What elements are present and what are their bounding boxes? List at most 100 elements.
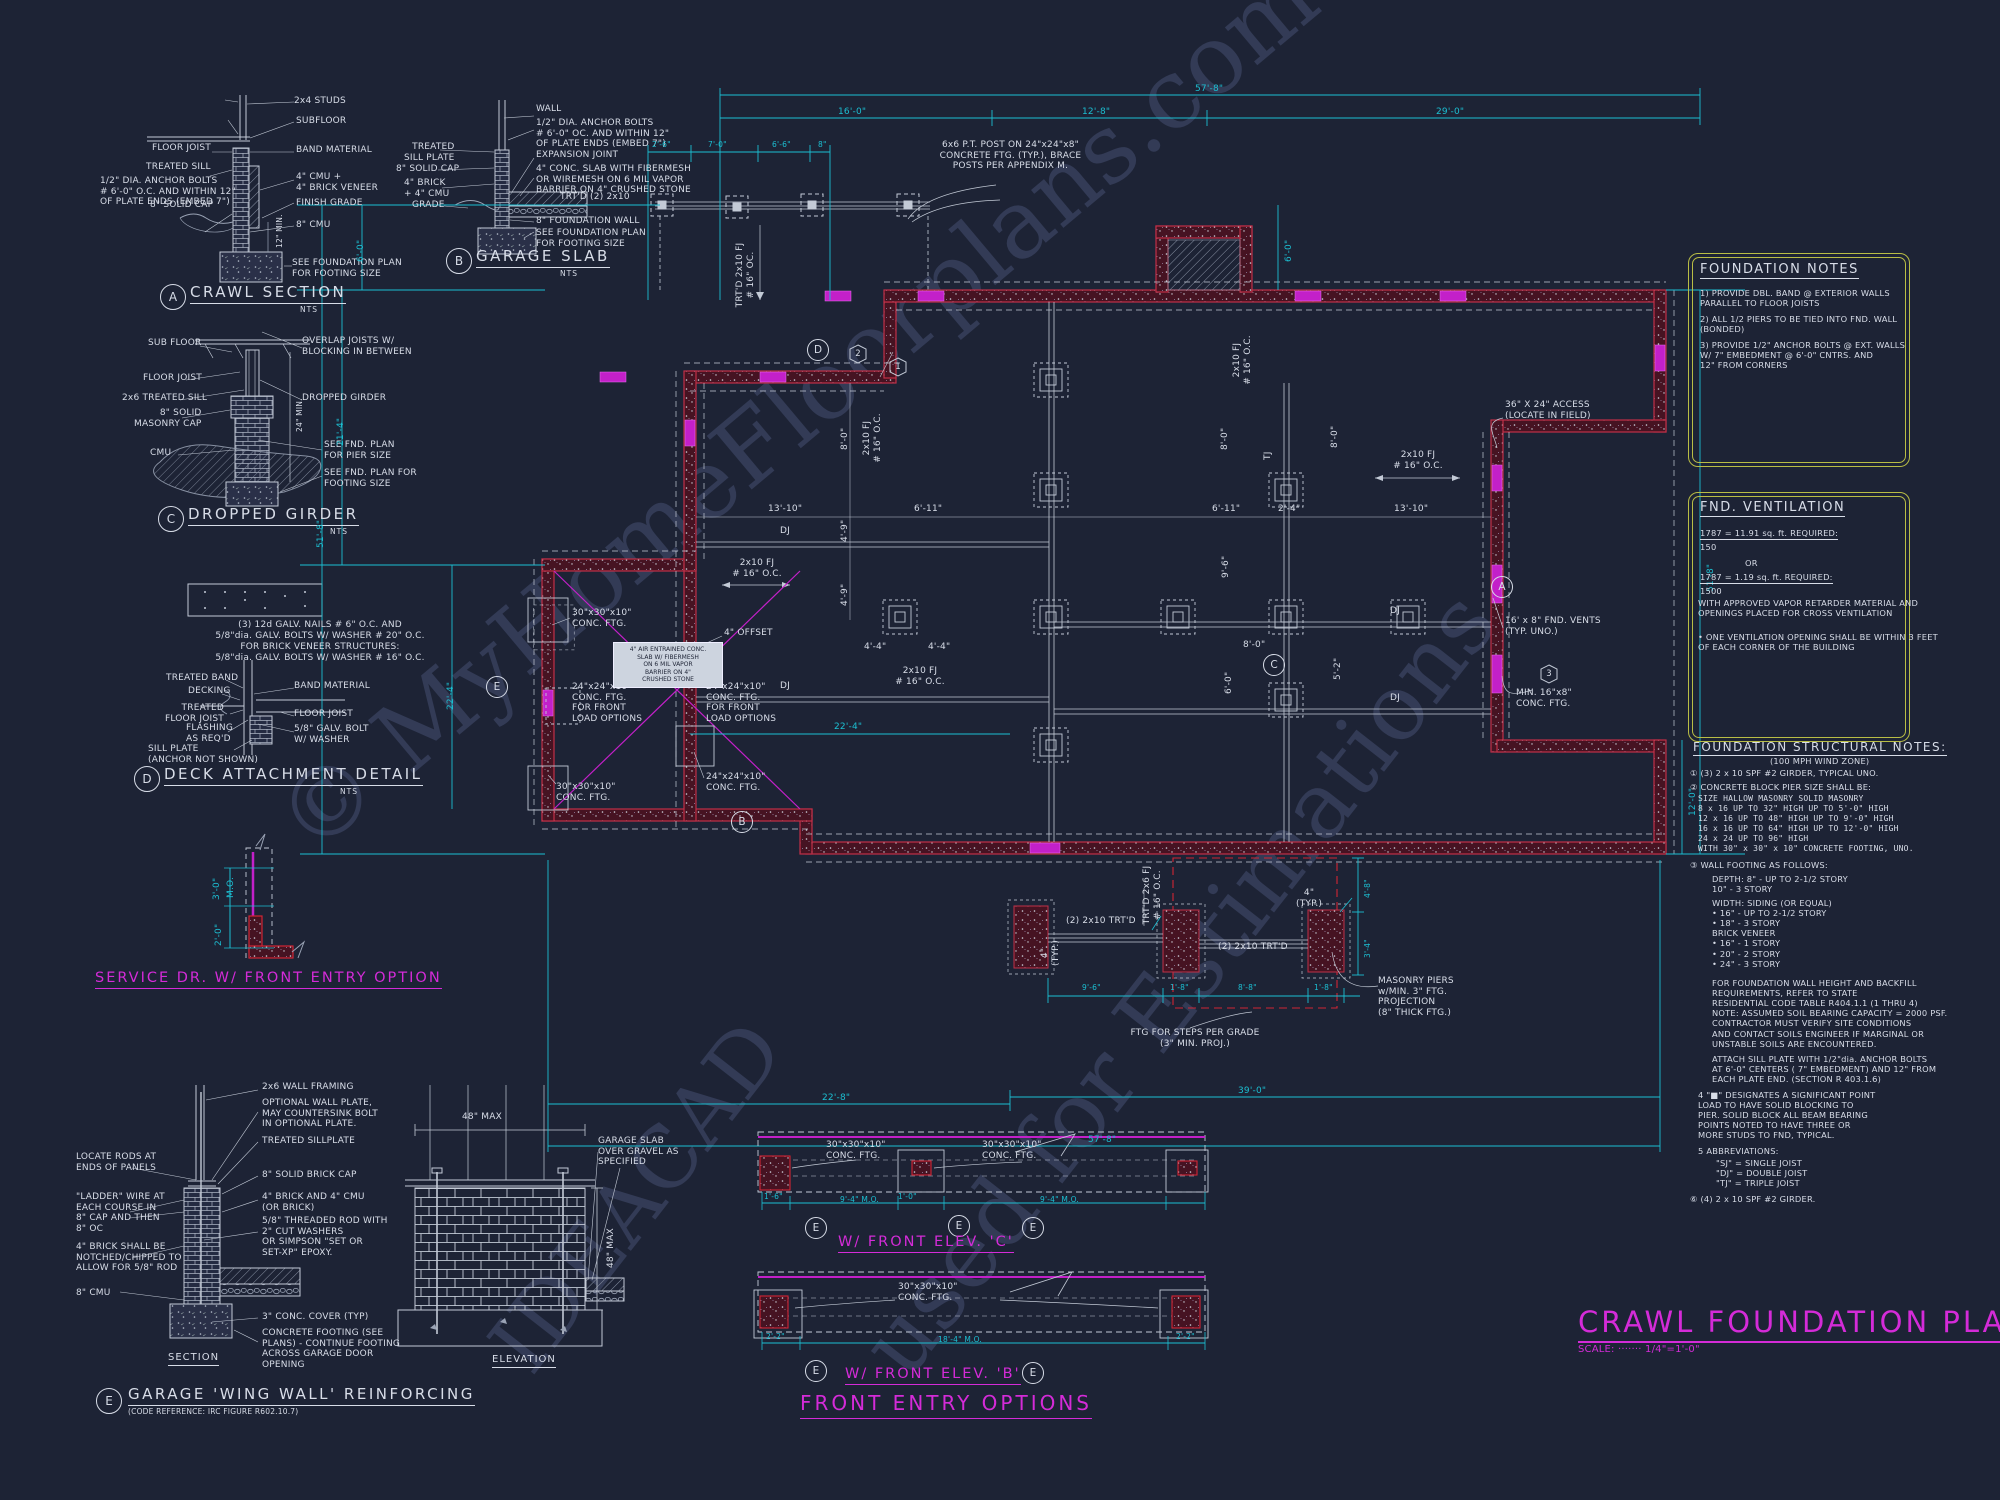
label-garage-slab-gravel: GARAGE SLAB OVER GRAVEL AS SPECIFIED <box>598 1136 679 1168</box>
front-elev-c-graphic <box>757 1131 1209 1210</box>
vent-req-1-denom: 150 <box>1700 542 1717 552</box>
label-ftg-steps: FTG FOR STEPS PER GRADE (3" MIN. PROJ.) <box>1130 1028 1260 1049</box>
detail-b-title: GARAGE SLAB <box>476 247 610 268</box>
dim-5-2: 5'-2" <box>1333 657 1343 680</box>
label-dropped-girder: DROPPED GIRDER <box>302 393 387 403</box>
label-trtd-girder-2: (2) 2x10 TRT'D <box>1218 942 1288 952</box>
label-expansion-joint: EXPANSION JOINT <box>536 150 619 160</box>
plan-callout-d: D <box>807 339 829 361</box>
detail-b-scale: NTS <box>560 269 578 278</box>
dim-right-6-0: 6'-0" <box>1284 239 1294 262</box>
entry-c-callout-e1: E <box>805 1217 827 1239</box>
dim-garage-22-4: 22'-4" <box>834 722 863 732</box>
dim-left-21-4: 21'-4" <box>336 417 346 446</box>
wall-footing-depth: DEPTH: 8" - UP TO 2-1/2 STORY 10" - 3 ST… <box>1712 874 1848 895</box>
label-floor-joist: FLOOR JOIST <box>152 143 211 153</box>
structural-notes-title: FOUNDATION STRUCTURAL NOTES: <box>1693 740 1947 757</box>
structural-note-4: 4 "■" DESIGNATES A SIGNIFICANT POINT LOA… <box>1698 1090 1876 1141</box>
label-typ4-left: 4" (TYP.) <box>1040 939 1061 966</box>
label-fj-v1: 2x10 FJ # 16" O.C. <box>862 413 883 463</box>
dim-left-51-8: 51'-8" <box>316 519 326 548</box>
label-treated-band: TREATED BAND <box>166 673 239 683</box>
label-ladder-wire: "LADDER" WIRE AT EACH COURSE IN 8" CAP A… <box>76 1192 165 1234</box>
dim-9-6: 9'-6" <box>1221 555 1231 578</box>
label-pier-size: SEE FND. PLAN FOR PIER SIZE <box>324 440 395 461</box>
label-ftg30-1: 30"x30"x10" CONC. FTG. <box>572 608 632 629</box>
label-band-material-d: BAND MATERIAL <box>294 681 370 691</box>
label-elevation: ELEVATION <box>492 1354 556 1368</box>
entry-b-title: W/ FRONT ELEV. 'B' <box>845 1366 1021 1386</box>
dim-porch-3-4: 3'-4" <box>1363 939 1372 958</box>
dim-6-11-b: 6'-11" <box>1212 504 1241 514</box>
detail-e-callout: E <box>96 1388 122 1414</box>
label-entry-b-ftg: 30"x30"x10" CONC. FTG. <box>898 1282 958 1303</box>
entry-b-callout-e2: E <box>1022 1362 1044 1384</box>
sheet-scale: SCALE: ······· 1/4"=1'-0" <box>1578 1344 1700 1355</box>
dim-porch-1-8a: 1'-8" <box>1170 983 1189 992</box>
dim-6-0-int: 6'-0" <box>1224 671 1234 694</box>
label-section: SECTION <box>168 1352 220 1366</box>
sill-plate-paragraph: ATTACH SILL PLATE WITH 1/2"dia. ANCHOR B… <box>1712 1054 1937 1085</box>
label-cmu-veneer: 4" CMU + 4" BRICK VENEER <box>296 172 379 193</box>
label-treated-floor-joist: TREATED FLOOR JOIST <box>165 703 224 724</box>
label-ftg30-2: 30"x30"x10" CONC. FTG. <box>556 782 616 803</box>
dim-service-3-0: 3'-0" <box>212 877 222 900</box>
label-anchor-bolts-b: 1/2" DIA. ANCHOR BOLTS # 6'-0" OC. AND W… <box>536 118 670 150</box>
label-wall-framing: 2x6 WALL FRAMING <box>262 1082 354 1092</box>
plan-walls <box>541 225 1667 855</box>
label-trtd-fj: TRT'D 2x10 FJ # 16" OC. <box>735 242 756 308</box>
entry-b-callout-e1: E <box>805 1360 827 1382</box>
plan-callout-b: B <box>731 811 753 833</box>
dim-entry-c-mo-1: 9'-4" M.O. <box>840 1195 879 1204</box>
plan-hex-callouts <box>849 344 1558 684</box>
vent-req-2-denom: 1500 <box>1700 586 1722 596</box>
plan-hex-1: 1 <box>895 362 901 372</box>
plan-dimension-lines <box>297 88 1745 1152</box>
plan-callout-e: E <box>486 676 508 698</box>
dim-29-0: 29'-0" <box>1436 107 1465 117</box>
dim-4-9-a: 4'-9" <box>840 519 850 542</box>
wall-footing-width: WIDTH: SIDING (OR EQUAL) • 16" - UP TO 2… <box>1712 898 1832 969</box>
dim-8-0-a: 8'-0" <box>840 427 850 450</box>
label-fj-2: 2x10 FJ # 16" O.C. <box>1393 450 1443 471</box>
label-conc-slab: 4" CONC. SLAB WITH FIBERMESH OR WIREMESH… <box>536 164 692 196</box>
label-dj-3: DJ <box>1390 606 1400 616</box>
foundation-note-1: 1) PROVIDE DBL. BAND @ EXTERIOR WALLS PA… <box>1700 288 1890 309</box>
label-footing-size-c: SEE FND. PLAN FOR FOOTING SIZE <box>324 468 417 489</box>
label-overlap-joists: OVERLAP JOISTS W/ BLOCKING IN BETWEEN <box>302 336 412 357</box>
label-pt-post-note: 6x6 P.T. POST ON 24"x24"x8" CONCRETE FTG… <box>939 140 1082 172</box>
structural-note-2: ② CONCRETE BLOCK PIER SIZE SHALL BE: <box>1690 782 1872 792</box>
detail-d-title: DECK ATTACHMENT DETAIL <box>164 765 423 786</box>
front-elev-b-graphic <box>753 1271 1209 1350</box>
label-locate-rods: LOCATE RODS AT ENDS OF PANELS <box>76 1152 157 1173</box>
label-treated-sillplate: TREATED SILLPLATE <box>262 1136 355 1146</box>
label-concrete-footing-e: CONCRETE FOOTING (SEE PLANS) - CONTINUE … <box>262 1328 401 1370</box>
dim-porch-1-8b: 1'-8" <box>1314 983 1333 992</box>
dim-8-0-c: 8'-0" <box>1330 425 1340 448</box>
label-solid-cap-b: 8" SOLID CAP <box>396 164 460 174</box>
dim-service-2-0: 2'-0" <box>214 923 224 946</box>
plan-hex-3: 3 <box>1546 669 1552 679</box>
detail-e-code: (CODE REFERENCE: IRC FIGURE R602.10.7) <box>128 1407 299 1416</box>
label-solid-cap: 8" SOLID CAP <box>150 200 214 210</box>
dim-top-overall: 57'-8" <box>1195 84 1224 94</box>
dim-48max-h: 48" MAX <box>462 1112 502 1122</box>
label-ftg24: 24"x24"x10" CONC. FTG. <box>706 772 766 793</box>
dim-entry-c-1-0: 1'-0" <box>898 1192 917 1201</box>
foundation-notes-inner-border <box>1692 257 1906 463</box>
dim-16-0: 16'-0" <box>838 107 867 117</box>
label-anchor-bolts: 1/2" DIA. ANCHOR BOLTS # 6'-0" O.C. AND … <box>100 176 236 208</box>
detail-c-callout: C <box>158 506 184 532</box>
detail-c-scale: NTS <box>330 527 348 536</box>
dim-bottom-57-8: 57'-8" <box>1088 1135 1117 1145</box>
dim-entry-b-2-2b: 2'-2" <box>1176 1332 1195 1341</box>
label-threaded-rod: 5/8" THREADED ROD WITH 2" CUT WASHERS OR… <box>262 1216 388 1258</box>
structural-note-3: ③ WALL FOOTING AS FOLLOWS: <box>1690 860 1828 870</box>
structural-note-5: 5 ABBREVIATIONS: <box>1698 1146 1779 1156</box>
dim-bottom-39-0: 39'-0" <box>1238 1086 1267 1096</box>
label-galv-bolt: 5/8" GALV. BOLT W/ WASHER <box>294 724 369 745</box>
label-ftg24-front-2: 24"x24"x10" CONC. FTG. FOR FRONT LOAD OP… <box>706 682 777 724</box>
label-fnd-vents: 16' x 8" FND. VENTS (TYP. UNO.) <box>1505 616 1601 637</box>
label-fj-1: 2x10 FJ # 16" O.C. <box>732 558 782 579</box>
